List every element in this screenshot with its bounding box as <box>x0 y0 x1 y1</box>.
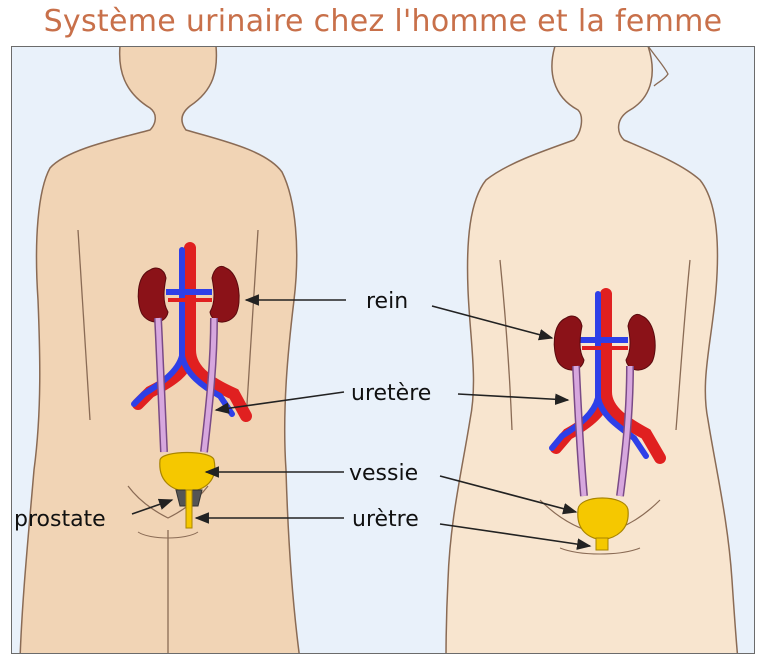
label-uretere: uretère <box>351 381 431 406</box>
label-uretre: urètre <box>352 507 419 532</box>
male-left-kidney <box>138 268 168 322</box>
female-left-kidney <box>554 316 584 370</box>
label-rein: rein <box>366 289 408 314</box>
label-vessie: vessie <box>349 461 418 486</box>
label-prostate: prostate <box>14 507 106 532</box>
male-urethra <box>186 490 192 528</box>
female-urethra <box>596 538 608 550</box>
female-body <box>446 46 738 659</box>
